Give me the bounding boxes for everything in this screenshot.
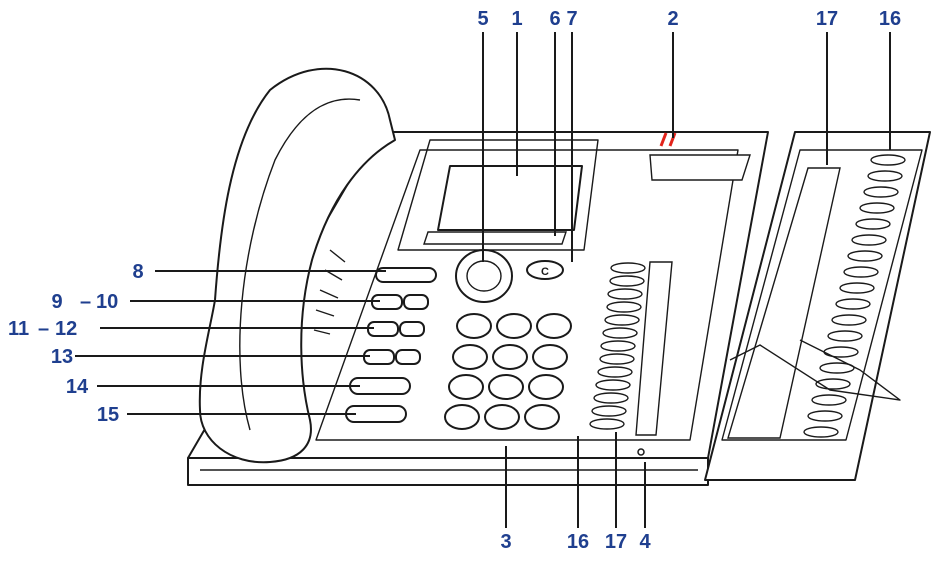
module-key[interactable]: [831, 314, 867, 326]
programmable-key[interactable]: [591, 405, 627, 417]
clear-key[interactable]: C: [526, 260, 564, 280]
callout-9: 9: [51, 291, 62, 313]
callout-13: 13: [51, 346, 73, 368]
programmable-key[interactable]: [609, 275, 645, 287]
programmable-key[interactable]: [593, 392, 629, 404]
keypad-key[interactable]: [448, 374, 484, 400]
module-key[interactable]: [847, 250, 883, 262]
module-key[interactable]: [835, 298, 871, 310]
programmable-key[interactable]: [599, 353, 635, 365]
keypad-key[interactable]: [488, 374, 524, 400]
callout-2: 2: [667, 8, 678, 30]
module-key[interactable]: [823, 346, 859, 358]
callout-17-base: 17: [605, 531, 627, 553]
callout-12: 12: [55, 318, 77, 340]
callout-11: 11: [8, 318, 29, 340]
keypad-key[interactable]: [452, 344, 488, 370]
callout-10: 10: [96, 291, 118, 313]
callout-3: 3: [500, 531, 511, 553]
module-key[interactable]: [839, 282, 875, 294]
programmable-key[interactable]: [597, 366, 633, 378]
key-label-field: [635, 261, 673, 436]
keypad-key[interactable]: [492, 344, 528, 370]
handset: [198, 67, 396, 464]
keypad-key[interactable]: [528, 374, 564, 400]
module-key[interactable]: [855, 218, 891, 230]
programmable-key[interactable]: [607, 288, 643, 300]
headset-jack-icon: [637, 448, 645, 456]
module-key[interactable]: [807, 410, 843, 422]
callout-12-dash: –: [38, 318, 49, 340]
leader-lines: [75, 32, 891, 528]
programmable-key[interactable]: [600, 340, 636, 352]
callout-7: 7: [566, 8, 577, 30]
callout-labels: 1 2 3 4 5 6 7 8 9 – 10 11 – 12 13 14 15 …: [8, 8, 901, 553]
keypad-key[interactable]: [496, 313, 532, 339]
callout-4: 4: [639, 531, 651, 553]
function-key-8[interactable]: [375, 267, 437, 283]
callout-14: 14: [66, 376, 89, 398]
module-keys: [803, 154, 906, 438]
keypad-key[interactable]: [532, 344, 568, 370]
keypad-key[interactable]: [524, 404, 560, 430]
callout-16-module: 16: [879, 8, 901, 30]
callout-16-base: 16: [567, 531, 589, 553]
callout-10-dash: –: [80, 291, 91, 313]
callout-5: 5: [477, 8, 488, 30]
label-field-top: [649, 154, 751, 181]
programmable-key[interactable]: [595, 379, 631, 391]
led-indicator: [659, 132, 677, 147]
module-key[interactable]: [851, 234, 887, 246]
function-key-10[interactable]: [403, 294, 429, 310]
display-softkey-bar: [423, 231, 567, 245]
function-key-12[interactable]: [399, 321, 425, 337]
callout-15: 15: [97, 404, 119, 426]
display: [397, 139, 599, 251]
module-key[interactable]: [863, 186, 899, 198]
dial-keypad: [444, 313, 572, 430]
module-key[interactable]: [870, 154, 906, 166]
module-key[interactable]: [867, 170, 903, 182]
keypad-key[interactable]: [456, 313, 492, 339]
module-key[interactable]: [819, 362, 855, 374]
callout-1: 1: [511, 8, 522, 30]
module-key[interactable]: [827, 330, 863, 342]
programmable-key[interactable]: [606, 301, 642, 313]
keypad-key[interactable]: [536, 313, 572, 339]
clear-key-symbol: C: [541, 266, 549, 278]
callout-8: 8: [132, 261, 143, 283]
module-key[interactable]: [803, 426, 839, 438]
keypad-key[interactable]: [484, 404, 520, 430]
programmable-key[interactable]: [610, 262, 646, 274]
module-key[interactable]: [859, 202, 895, 214]
callout-17-module: 17: [816, 8, 838, 30]
programmable-key[interactable]: [604, 314, 640, 326]
module-key[interactable]: [843, 266, 879, 278]
module-key[interactable]: [811, 394, 847, 406]
programmable-key[interactable]: [602, 327, 638, 339]
programmable-key[interactable]: [589, 418, 625, 430]
programmable-keys: [589, 261, 673, 436]
key-module: [704, 131, 931, 481]
volume-plus-key[interactable]: [395, 349, 421, 365]
keypad-key[interactable]: [444, 404, 480, 430]
callout-6: 6: [549, 8, 560, 30]
